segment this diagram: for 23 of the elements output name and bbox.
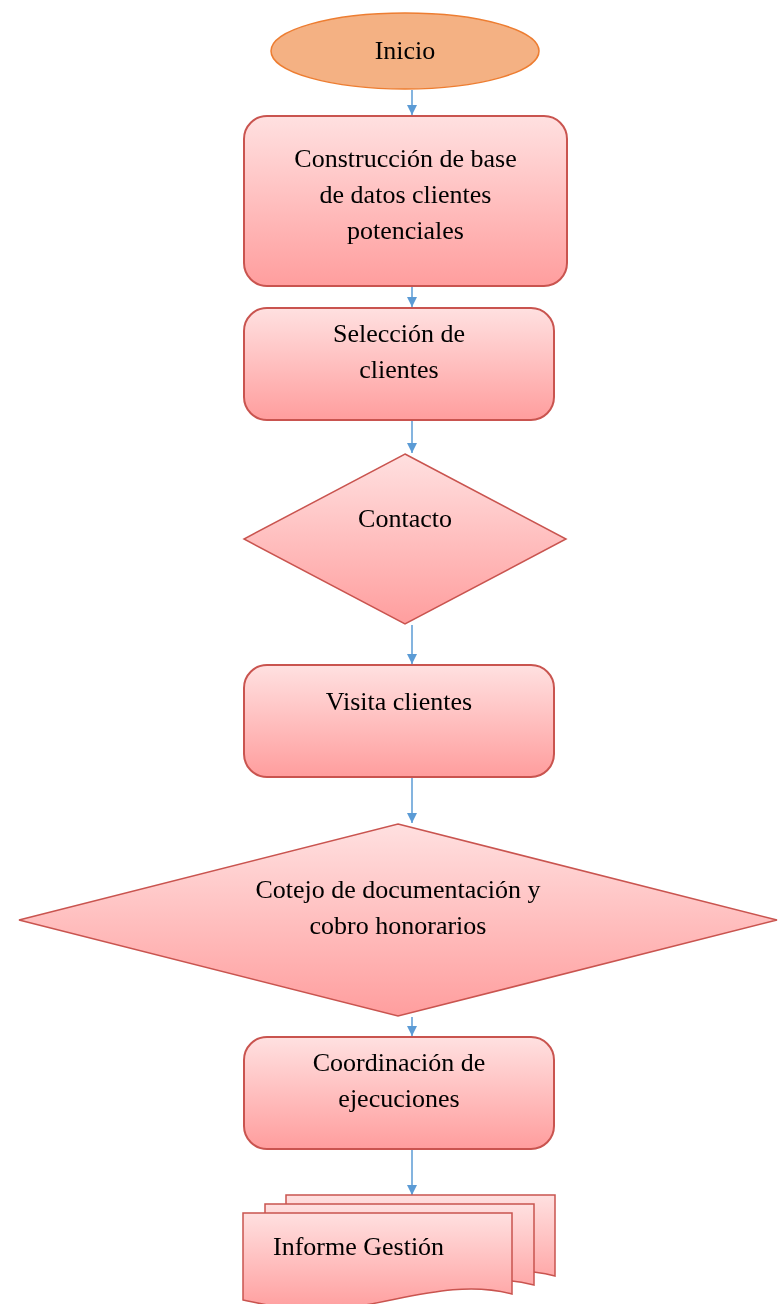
node-label: Selección de clientes bbox=[331, 318, 467, 386]
process-box bbox=[243, 1036, 555, 1150]
arrow bbox=[407, 420, 417, 454]
process-box bbox=[243, 664, 555, 778]
node-label: Cotejo de documentación y cobro honorarios bbox=[254, 874, 542, 942]
arrow bbox=[407, 624, 417, 665]
arrow bbox=[407, 286, 417, 308]
arrow bbox=[407, 777, 417, 824]
node-label: Visita clientes bbox=[324, 686, 474, 718]
arrow bbox=[407, 1016, 417, 1037]
decision-diamond bbox=[18, 823, 778, 1017]
process-box bbox=[243, 307, 555, 421]
arrow bbox=[407, 89, 417, 116]
node-label: Inicio bbox=[373, 35, 437, 68]
node-label: Contacto bbox=[357, 503, 453, 536]
process-box bbox=[243, 115, 568, 287]
multi-document-shape bbox=[243, 1195, 555, 1304]
arrow bbox=[407, 1149, 417, 1196]
decision-diamond bbox=[243, 453, 567, 625]
node-label: Construcción de base de datos clientes potenciales bbox=[293, 143, 518, 247]
start-ellipse bbox=[270, 12, 540, 90]
node-label: Informe Gestión bbox=[273, 1231, 445, 1263]
node-label: Coordinación de ejecuciones bbox=[311, 1047, 487, 1115]
